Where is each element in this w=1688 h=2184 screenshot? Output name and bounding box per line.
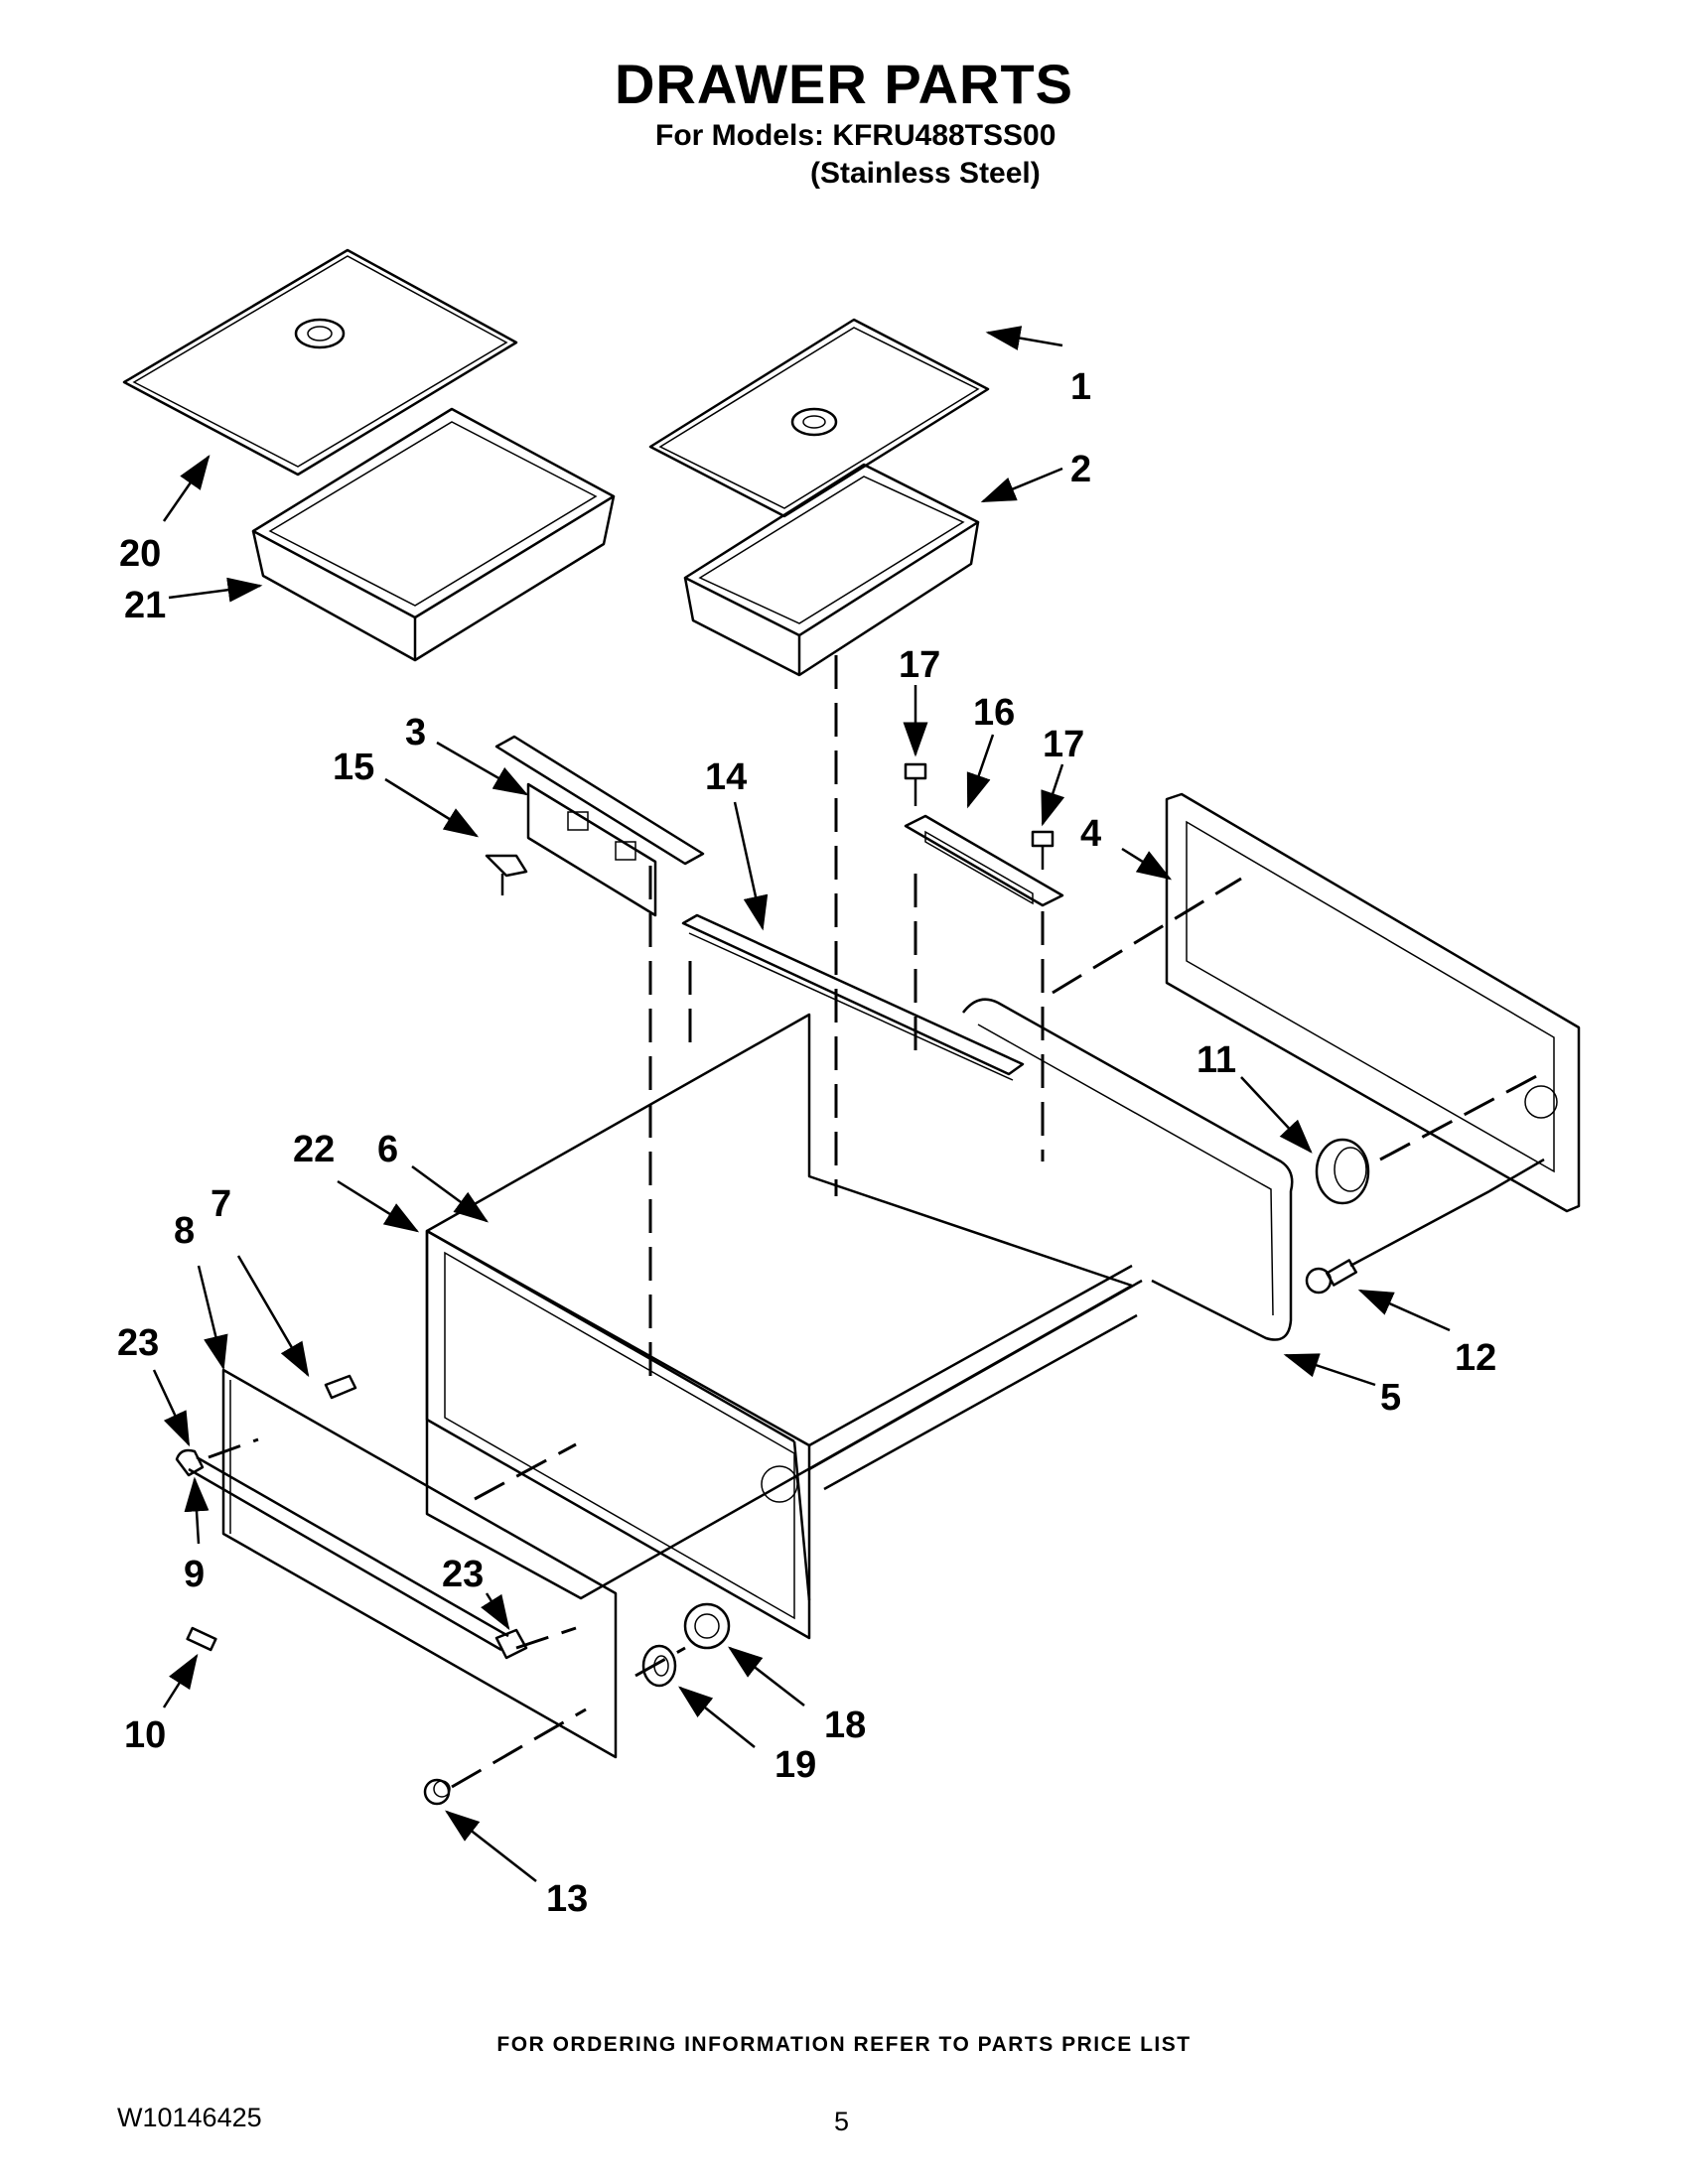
callout-5: 5 bbox=[1380, 1377, 1401, 1419]
alignment-lines bbox=[208, 655, 1545, 1789]
leader-arrows bbox=[152, 326, 1451, 1882]
callout-2: 2 bbox=[1070, 449, 1091, 490]
drawer-bracket bbox=[494, 735, 705, 917]
callout-4: 4 bbox=[1080, 813, 1101, 855]
callout-20: 20 bbox=[119, 533, 161, 575]
models-line: For Models: KFRU488TSS00 bbox=[655, 119, 1056, 152]
small-pan-lid bbox=[648, 318, 990, 518]
callout-14: 14 bbox=[705, 756, 747, 798]
knob-bezel bbox=[683, 1602, 731, 1650]
callout-22: 22 bbox=[293, 1129, 335, 1170]
large-pan bbox=[251, 407, 616, 662]
temperature-sensor bbox=[1305, 1158, 1545, 1295]
page-title: DRAWER PARTS bbox=[614, 53, 1074, 115]
drawer-box bbox=[425, 1013, 1143, 1640]
callout-3: 3 bbox=[405, 712, 426, 753]
gasket bbox=[962, 998, 1294, 1341]
callout-8: 8 bbox=[174, 1210, 195, 1252]
callout-10: 10 bbox=[124, 1714, 166, 1756]
callout-21: 21 bbox=[124, 585, 166, 626]
drawer-front bbox=[221, 1368, 618, 1759]
callout-7: 7 bbox=[211, 1183, 231, 1225]
callout-13: 13 bbox=[546, 1878, 588, 1920]
callout-23-right: 23 bbox=[442, 1554, 484, 1595]
top-bracket bbox=[904, 814, 1064, 907]
callout-labels: 1 2 3 4 5 6 7 8 9 10 11 12 13 14 15 16 1… bbox=[117, 366, 1496, 1920]
callout-12: 12 bbox=[1455, 1337, 1496, 1379]
page-number: 5 bbox=[834, 2107, 850, 2136]
screw-right bbox=[1031, 830, 1055, 870]
callout-9: 9 bbox=[184, 1554, 205, 1595]
rear-panel bbox=[1165, 792, 1581, 1213]
control-knob bbox=[1315, 1138, 1370, 1205]
bracket-clip bbox=[485, 854, 528, 895]
screw-left bbox=[904, 762, 927, 806]
small-pan bbox=[683, 463, 980, 677]
callout-19: 19 bbox=[774, 1744, 816, 1786]
large-pan-lid bbox=[122, 248, 518, 477]
callout-1: 1 bbox=[1070, 366, 1091, 408]
handle-clip bbox=[186, 1626, 217, 1652]
knob-ring bbox=[641, 1644, 677, 1688]
model-info: For Models: KFRU488TSS00 (Stainless Stee… bbox=[655, 117, 1055, 193]
callout-18: 18 bbox=[824, 1705, 866, 1746]
drawer-handle bbox=[175, 1448, 528, 1660]
front-screw bbox=[324, 1374, 357, 1400]
finish-line: (Stainless Steel) bbox=[810, 157, 1041, 190]
ordering-note: FOR ORDERING INFORMATION REFER TO PARTS … bbox=[496, 2033, 1192, 2056]
callout-17-right: 17 bbox=[1043, 724, 1084, 765]
callout-6: 6 bbox=[377, 1129, 398, 1170]
callout-16: 16 bbox=[973, 692, 1015, 734]
callout-15: 15 bbox=[333, 747, 374, 788]
drawer-rail bbox=[681, 913, 1025, 1081]
callout-23-left: 23 bbox=[117, 1322, 159, 1364]
document-number: W10146425 bbox=[117, 2103, 262, 2132]
callout-17-left: 17 bbox=[899, 644, 940, 686]
callout-11: 11 bbox=[1196, 1039, 1236, 1081]
hole-plug bbox=[423, 1778, 451, 1806]
